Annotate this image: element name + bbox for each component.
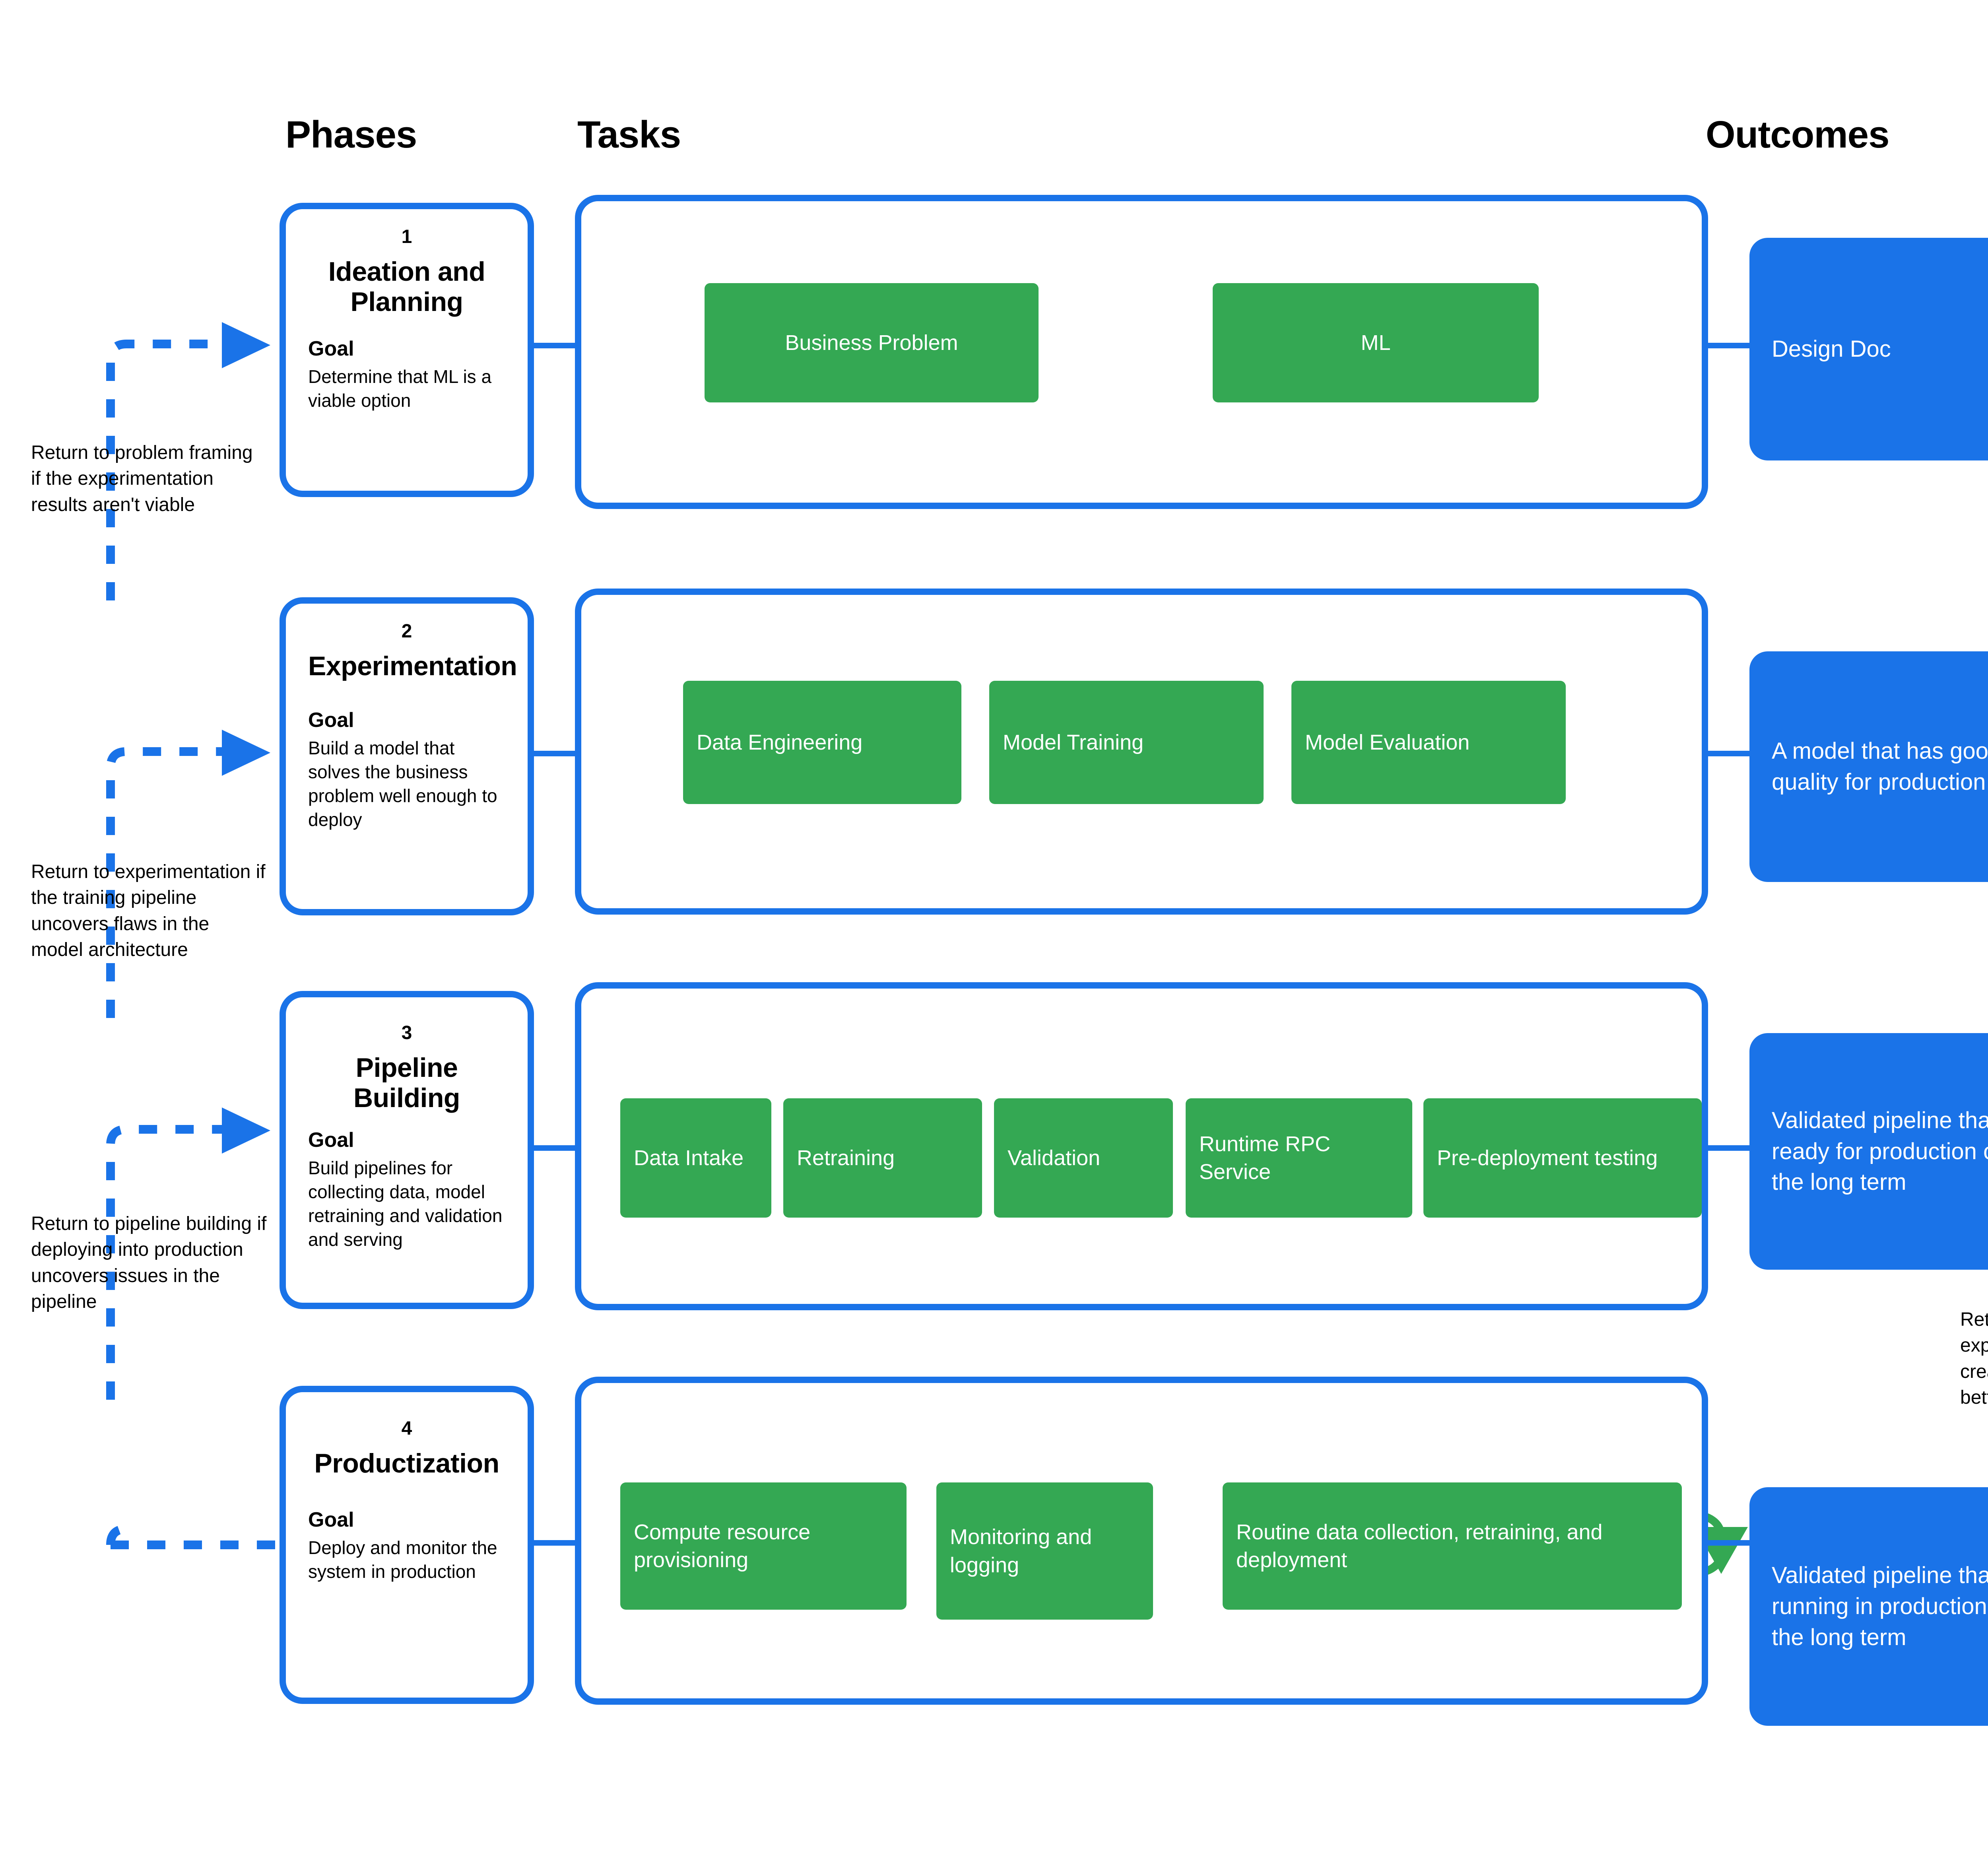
connector-tasks2-outcome	[1708, 751, 1750, 756]
task-box-compute-resource-provisioning[interactable]: Compute resource provisioning	[620, 1482, 907, 1610]
connector-tasks3-outcome	[1708, 1145, 1750, 1151]
task-box-retraining[interactable]: Retraining	[783, 1098, 982, 1218]
phase-title: Productization	[314, 1448, 499, 1478]
phase-card-productization[interactable]: 4 Productization Goal Deploy and monitor…	[280, 1386, 534, 1704]
phase-title: Ideation and Planning	[328, 256, 485, 317]
task-box-pre-deployment-testing[interactable]: Pre-deployment testing	[1423, 1098, 1702, 1218]
task-box-model-evaluation[interactable]: Model Evaluation	[1291, 681, 1566, 804]
phase-card-ideation-and-planning[interactable]: 1 Ideation and Planning Goal Determine t…	[280, 203, 534, 497]
return-note-experimentation: Return to experimentation if the trainin…	[31, 861, 266, 960]
phase-goal-label: Goal	[308, 708, 354, 732]
phase-card-pipeline-building[interactable]: 3 Pipeline Building Goal Build pipelines…	[280, 991, 534, 1309]
outcome-design-doc[interactable]: Design Doc	[1749, 238, 1988, 460]
task-box-routine-data-collection[interactable]: Routine data collection, retraining, and…	[1223, 1482, 1682, 1610]
return-arrow-spine	[106, 1525, 278, 1549]
phase-number: 2	[401, 621, 412, 642]
connector-phase4-tasks	[534, 1540, 575, 1546]
phase-goal-text: Determine that ML is a viable option	[308, 366, 492, 411]
task-box-runtime-rpc-service[interactable]: Runtime RPC Service	[1186, 1098, 1412, 1218]
return-note-pipeline-building: Return to pipeline building if deploying…	[31, 1213, 267, 1312]
column-header-phases: Phases	[285, 113, 417, 156]
phase-number: 4	[401, 1418, 412, 1439]
phase-goal-label: Goal	[308, 1129, 354, 1152]
connector-tasks1-outcome	[1708, 343, 1750, 348]
task-box-validation[interactable]: Validation	[994, 1098, 1173, 1218]
phase-number: 1	[401, 226, 412, 247]
task-box-data-engineering[interactable]: Data Engineering	[683, 681, 961, 804]
phase-goal-text: Build a model that solves the business p…	[308, 738, 497, 830]
phase-goal-label: Goal	[308, 1508, 354, 1531]
phase-number: 3	[401, 1022, 412, 1043]
column-header-tasks: Tasks	[577, 113, 681, 156]
outcome-validated-pipeline-ready[interactable]: Validated pipeline that's ready for prod…	[1749, 1033, 1988, 1270]
outcome-model-good-quality[interactable]: A model that has good quality for produc…	[1749, 651, 1988, 882]
task-box-model-training[interactable]: Model Training	[989, 681, 1264, 804]
task-box-ml[interactable]: ML	[1213, 283, 1539, 402]
phase-title: Pipeline Building	[353, 1052, 460, 1113]
connector-phase1-tasks	[534, 343, 575, 348]
connector-tasks4-outcome	[1708, 1540, 1750, 1546]
return-note-problem-framing: Return to problem framing if the experim…	[31, 442, 253, 515]
task-box-monitoring-and-logging[interactable]: Monitoring and logging	[936, 1482, 1153, 1620]
column-header-outcomes: Outcomes	[1706, 113, 1889, 156]
return-note-better-prediction: Return to experimentation to create a mo…	[1960, 1309, 1988, 1408]
task-box-business-problem[interactable]: Business Problem	[705, 283, 1039, 402]
connector-phase2-tasks	[534, 751, 575, 756]
connector-phase3-tasks	[534, 1145, 575, 1151]
phase-goal-text: Deploy and monitor the system in product…	[308, 1537, 497, 1582]
outcome-validated-pipeline-running[interactable]: Validated pipeline that's running in pro…	[1749, 1487, 1988, 1726]
task-box-data-intake[interactable]: Data Intake	[620, 1098, 771, 1218]
phase-title: Experimentation	[308, 651, 517, 681]
phase-goal-text: Build pipelines for collecting data, mod…	[308, 1158, 503, 1250]
phase-goal-label: Goal	[308, 337, 354, 361]
phase-card-experimentation[interactable]: 2 Experimentation Goal Build a model tha…	[280, 597, 534, 915]
